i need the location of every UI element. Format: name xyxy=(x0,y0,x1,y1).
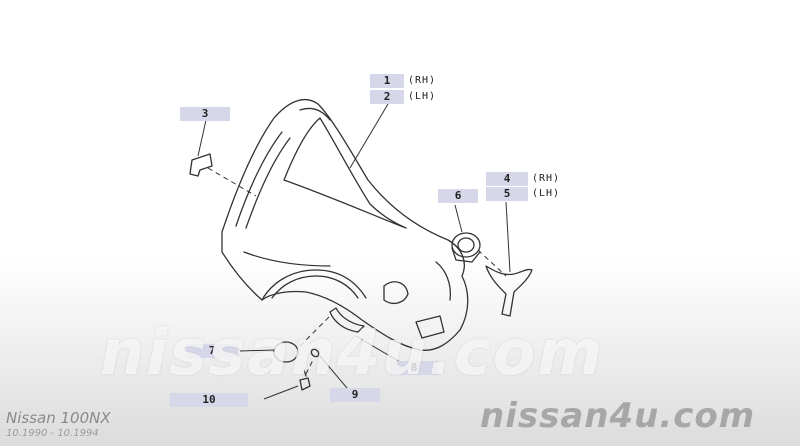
callout-2-side: (LH) xyxy=(408,91,437,102)
bracket-3 xyxy=(189,153,213,177)
model-name: Nissan 100NX xyxy=(6,409,111,427)
callout-10: 10 xyxy=(170,393,248,407)
screw-10 xyxy=(299,369,311,391)
callout-2: 2 xyxy=(370,90,404,104)
callout-9: 9 xyxy=(330,388,380,402)
callout-3: 3 xyxy=(180,107,230,121)
callout-1: 1 xyxy=(370,74,404,88)
callout-5: 5 xyxy=(486,187,528,201)
model-years: 10.1990 - 10.1994 xyxy=(6,428,99,439)
callout-4: 4 xyxy=(486,172,528,186)
rear-quarter-panel xyxy=(221,99,469,351)
watermark-corner: nissan4u.com xyxy=(480,396,756,436)
callout-7: 7 xyxy=(186,344,238,358)
watermark-center: nissan4u.com xyxy=(100,316,604,389)
callout-8: 8 xyxy=(390,361,438,375)
bracket-4-5 xyxy=(485,265,533,317)
cap-7 xyxy=(273,341,299,363)
callout-5-side: (LH) xyxy=(532,188,561,199)
callout-6: 6 xyxy=(438,189,478,203)
callout-4-side: (RH) xyxy=(532,173,561,184)
callout-1-side: (RH) xyxy=(408,75,437,86)
bracket-8 xyxy=(329,307,365,333)
grommet-6 xyxy=(451,232,481,263)
